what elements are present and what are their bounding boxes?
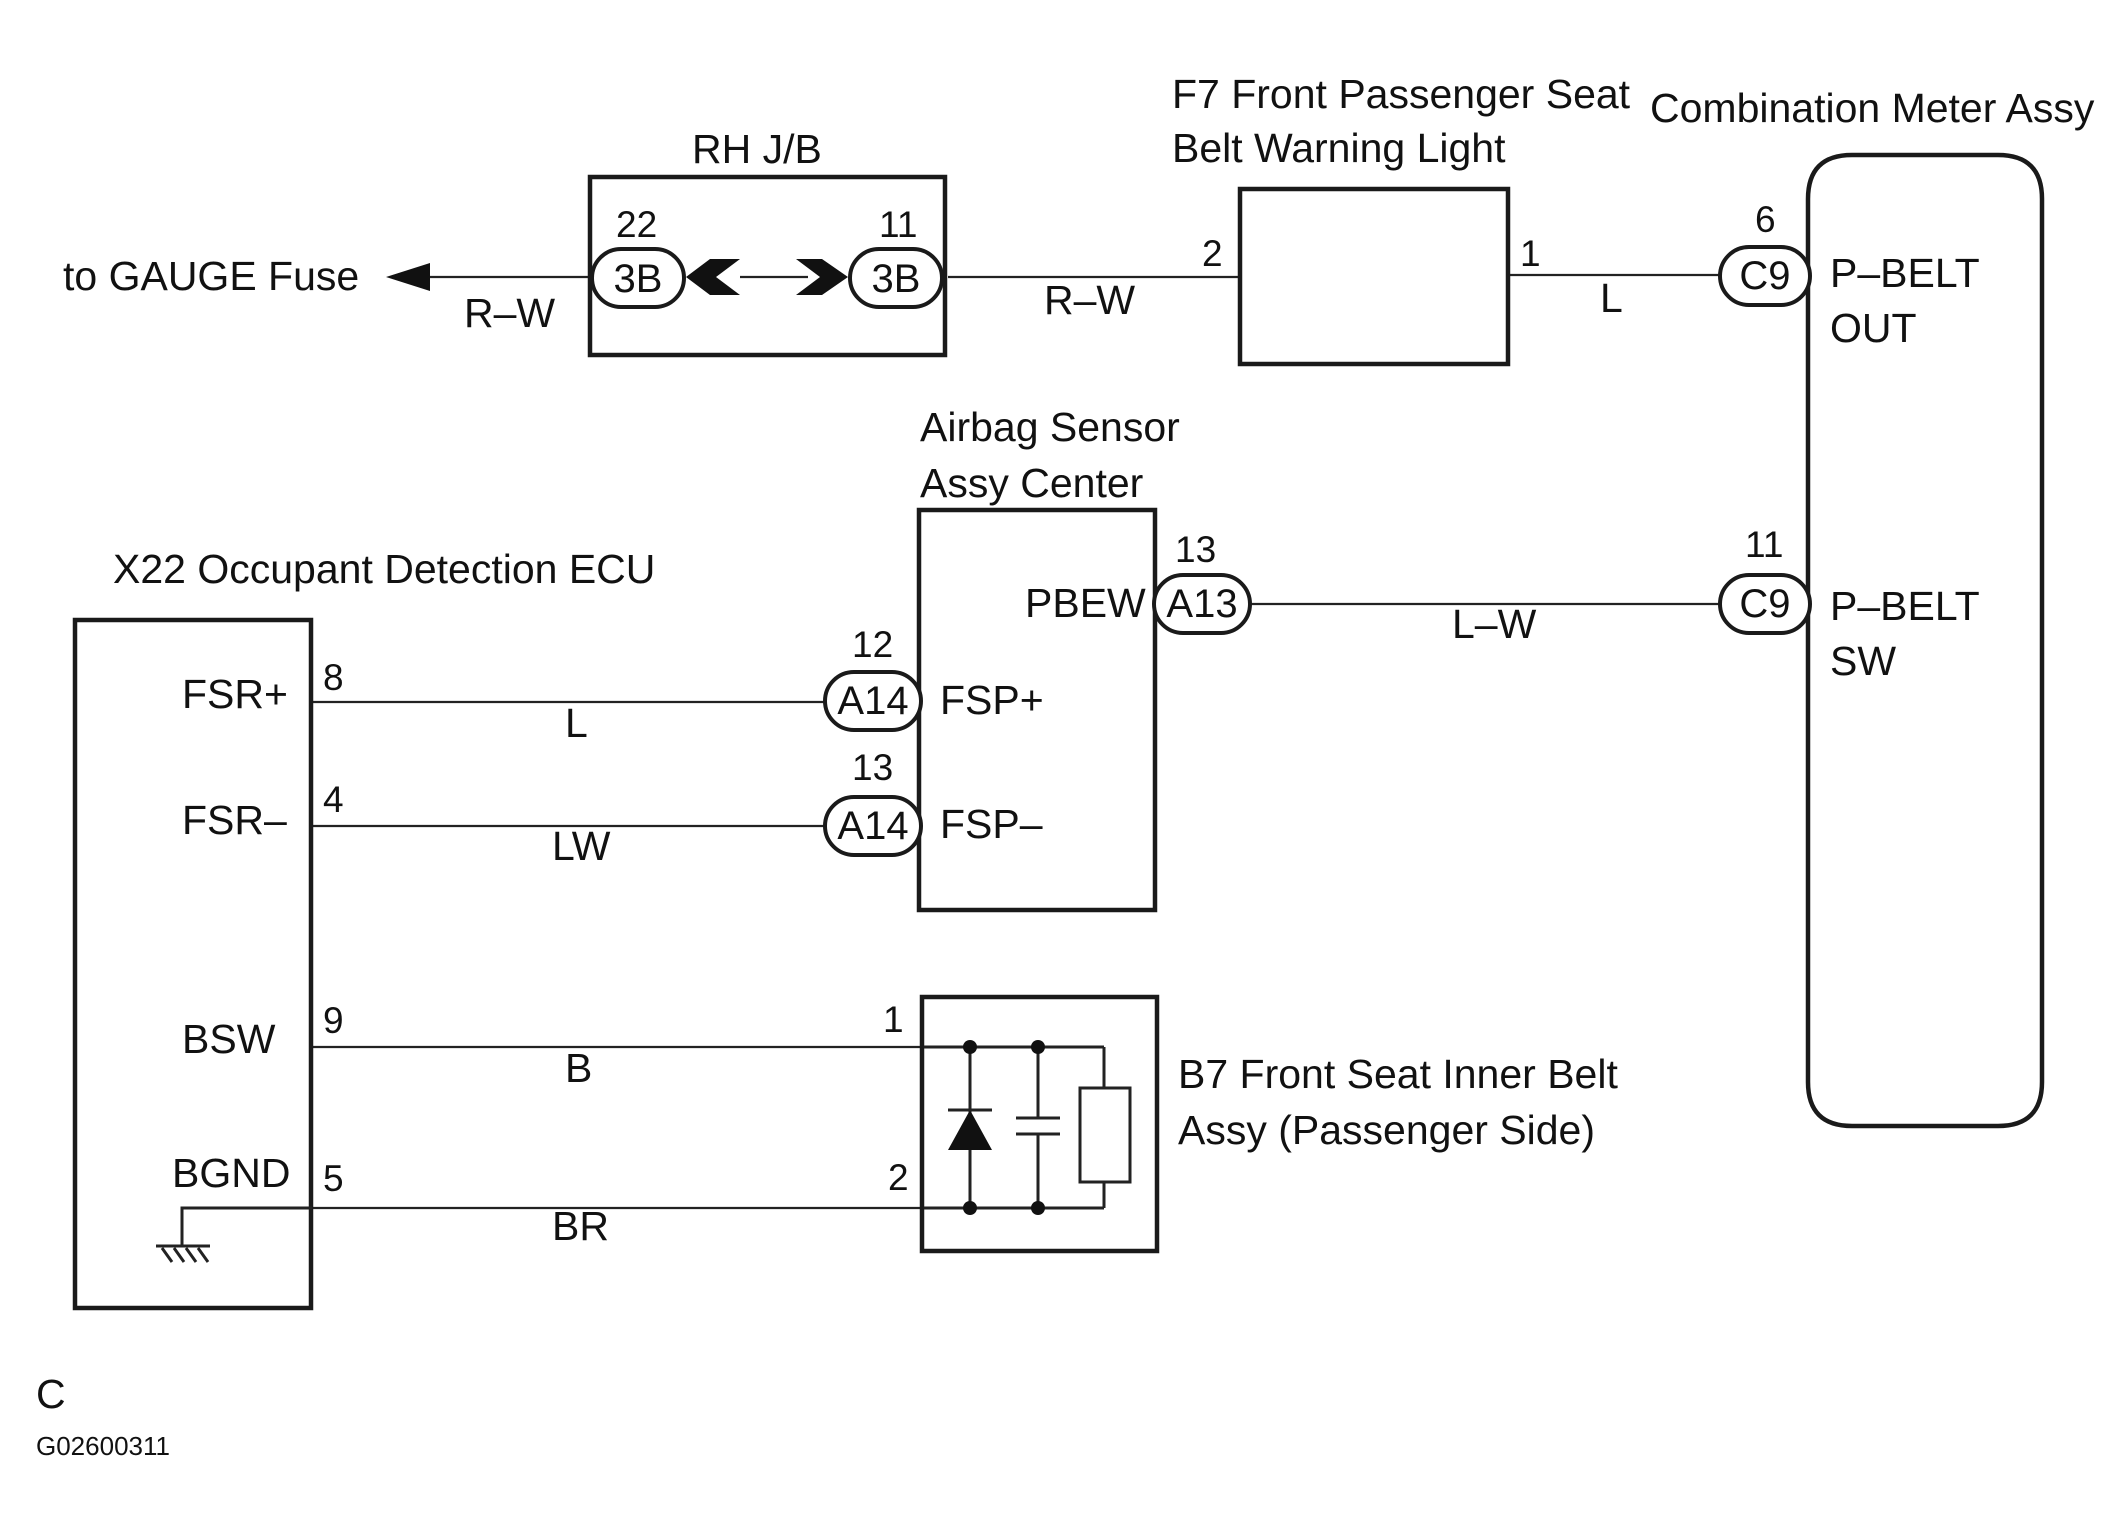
rh-jb-connector-right (848, 247, 944, 309)
wire-label-br: BR (552, 1203, 609, 1249)
airbag-fsp-plus-connector (823, 670, 923, 732)
meter-connector-bottom (1718, 573, 1812, 635)
ecu-box (72, 617, 314, 1311)
airbag-fsp-plus-connector-label: A14 (837, 679, 908, 723)
rh-jb-pin-right: 11 (879, 204, 917, 245)
airbag-fsp-plus-label: FSP+ (940, 677, 1044, 723)
ecu-fsr-plus-pin: 8 (323, 657, 344, 698)
rh-jb-connector-left (590, 247, 686, 309)
airbag-title-line2: Assy Center (920, 460, 1143, 506)
airbag-fsp-minus-pin: 13 (852, 747, 893, 788)
rh-jb-box (587, 174, 948, 358)
wire-label-l-top: L (1600, 275, 1623, 321)
seat-belt-assy: 1 2 B7 Front Seat Inner Belt A (883, 994, 1618, 1254)
wires (312, 273, 1720, 1210)
seat-belt-title-line2: Assy (Passenger Side) (1178, 1107, 1595, 1153)
connector-arrow-right-icon (796, 259, 848, 295)
seat-belt-pin2: 2 (888, 1157, 909, 1198)
rh-jb-title: RH J/B (692, 126, 822, 172)
meter-connector-top-label: C9 (1739, 254, 1790, 298)
seat-belt-pin1: 1 (883, 999, 904, 1040)
seat-belt-box (919, 994, 1160, 1254)
seat-belt-title-line1: B7 Front Seat Inner Belt (1178, 1051, 1618, 1097)
ecu-title: X22 Occupant Detection ECU (113, 546, 655, 592)
rh-jb-connector-right-label: 3B (872, 257, 921, 301)
arrow-left-icon (386, 263, 430, 291)
section-letter: C (36, 1371, 66, 1417)
wire-label-lw-pbew: L–W (1452, 601, 1537, 647)
meter-connector-bottom-label: C9 (1739, 582, 1790, 626)
meter-title: Combination Meter Assy (1650, 85, 2095, 131)
rh-jb: RH J/B 22 11 3B 3B (587, 126, 948, 358)
wire-label-rw-left: R–W (464, 290, 555, 336)
resistor-icon (1078, 1047, 1132, 1208)
rh-jb-connector-left-label: 3B (614, 257, 663, 301)
airbag-pbew-label: PBEW (1025, 580, 1146, 626)
airbag-pbew-pin: 13 (1175, 529, 1216, 570)
ecu-bsw: BSW (182, 1016, 276, 1062)
airbag-fsp-minus-connector-label: A14 (837, 804, 908, 848)
meter-label-bottom-2: SW (1830, 638, 1896, 684)
meter-box (1805, 152, 2045, 1129)
ecu-fsr-plus: FSR+ (182, 671, 288, 717)
meter-connector-top (1718, 245, 1812, 307)
warning-light-pin-out: 1 (1520, 233, 1541, 274)
warning-light-box (1237, 186, 1511, 367)
meter-pin-bottom: 11 (1745, 524, 1783, 565)
figure-code: G02600311 (36, 1431, 170, 1461)
capacitor-icon (1016, 1040, 1060, 1215)
combination-meter: Combination Meter Assy 6 C9 P–BELT OUT 1… (1650, 85, 2095, 1129)
ground-icon (156, 1206, 312, 1263)
meter-label-bottom-1: P–BELT (1830, 583, 1980, 629)
wire-label-lw-fsp: LW (552, 823, 611, 869)
warning-light-title-line2: Belt Warning Light (1172, 125, 1506, 171)
warning-light: F7 Front Passenger Seat Belt Warning Lig… (1172, 71, 1631, 367)
meter-label-top-2: OUT (1830, 305, 1917, 351)
ecu-bgnd-pin: 5 (323, 1158, 344, 1199)
fuse-label: to GAUGE Fuse (63, 253, 359, 299)
ecu-fsr-minus: FSR– (182, 797, 287, 843)
meter-pin-top: 6 (1755, 199, 1776, 240)
rh-jb-pin-left: 22 (616, 204, 657, 245)
airbag-fsp-minus-connector (823, 795, 923, 857)
wire-label-l-fsp: L (565, 700, 588, 746)
wire-label-b: B (565, 1045, 592, 1091)
airbag-fsp-minus-label: FSP– (940, 801, 1043, 847)
connector-arrow-left-icon (686, 259, 740, 295)
ecu-bgnd: BGND (172, 1150, 290, 1196)
ecu-fsr-minus-pin: 4 (323, 779, 344, 820)
warning-light-title-line1: F7 Front Passenger Seat (1172, 71, 1631, 117)
wire-label-rw-right: R–W (1044, 277, 1135, 323)
airbag-pbew-connector (1152, 573, 1252, 635)
airbag-sensor: Airbag Sensor Assy Center PBEW 13 A13 12… (823, 404, 1252, 913)
airbag-pbew-connector-label: A13 (1166, 582, 1237, 626)
airbag-fsp-plus-pin: 12 (852, 624, 893, 665)
diode-icon (948, 1040, 992, 1215)
meter-label-top-1: P–BELT (1830, 250, 1980, 296)
warning-light-pin-in: 2 (1202, 233, 1223, 274)
airbag-title-line1: Airbag Sensor (920, 404, 1180, 450)
occupant-detection-ecu: X22 Occupant Detection ECU FSR+ 8 FSR– 4… (72, 546, 655, 1311)
ecu-bsw-pin: 9 (323, 1000, 344, 1041)
